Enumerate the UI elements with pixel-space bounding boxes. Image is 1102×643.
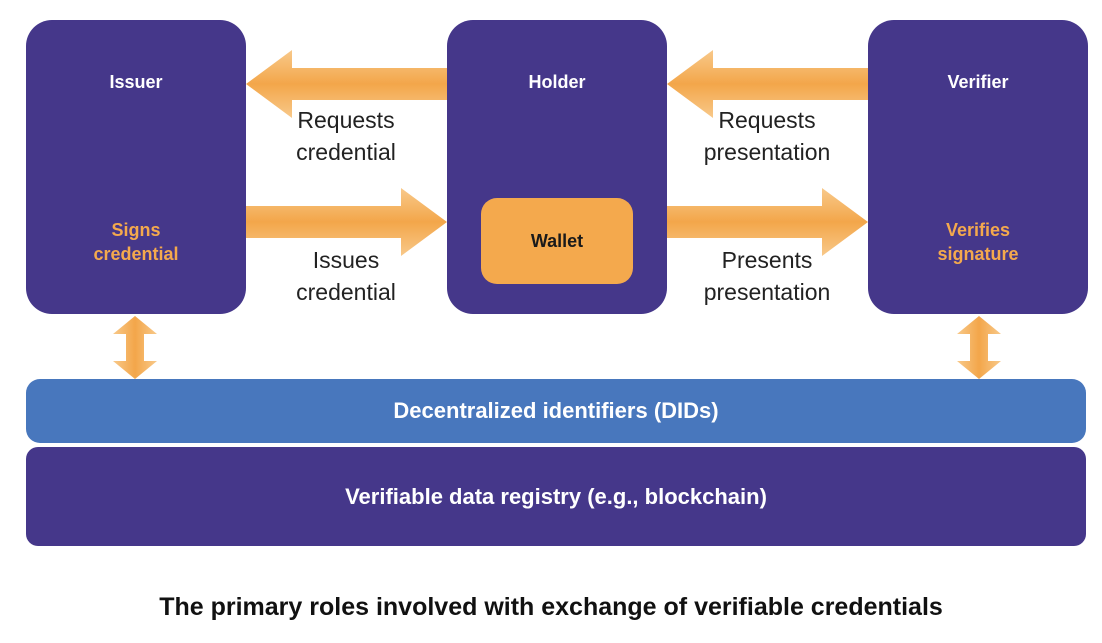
issuer-box: Issuer Signs credential xyxy=(26,20,246,314)
double-arrow-verifier-did xyxy=(957,316,1001,379)
registry-layer: Verifiable data registry (e.g., blockcha… xyxy=(26,447,1086,546)
arrow-right-issuer-to-holder xyxy=(246,188,447,256)
arrow-left-holder-to-issuer xyxy=(246,50,447,118)
wallet-box: Wallet xyxy=(481,198,633,284)
figure-caption: The primary roles involved with exchange… xyxy=(159,593,943,621)
label-presents-presentation: Presents presentation xyxy=(703,247,831,305)
did-layer: Decentralized identifiers (DIDs) xyxy=(26,379,1086,443)
verifier-action: Verifies signature xyxy=(937,220,1019,264)
issuer-title: Issuer xyxy=(109,72,163,92)
arrow-right-holder-to-verifier xyxy=(667,188,868,256)
label-requests-credential: Requests credential xyxy=(296,107,396,165)
issuer-action: Signs credential xyxy=(93,220,179,264)
holder-box: Holder Wallet xyxy=(447,20,667,314)
verifier-box: Verifier Verifies signature xyxy=(868,20,1088,314)
holder-title: Holder xyxy=(528,72,586,92)
arrow-left-verifier-to-holder xyxy=(667,50,868,118)
label-requests-presentation: Requests presentation xyxy=(703,107,831,165)
label-issues-credential: Issues credential xyxy=(296,247,396,305)
double-arrow-issuer-did xyxy=(113,316,157,379)
verifier-title: Verifier xyxy=(947,72,1009,92)
